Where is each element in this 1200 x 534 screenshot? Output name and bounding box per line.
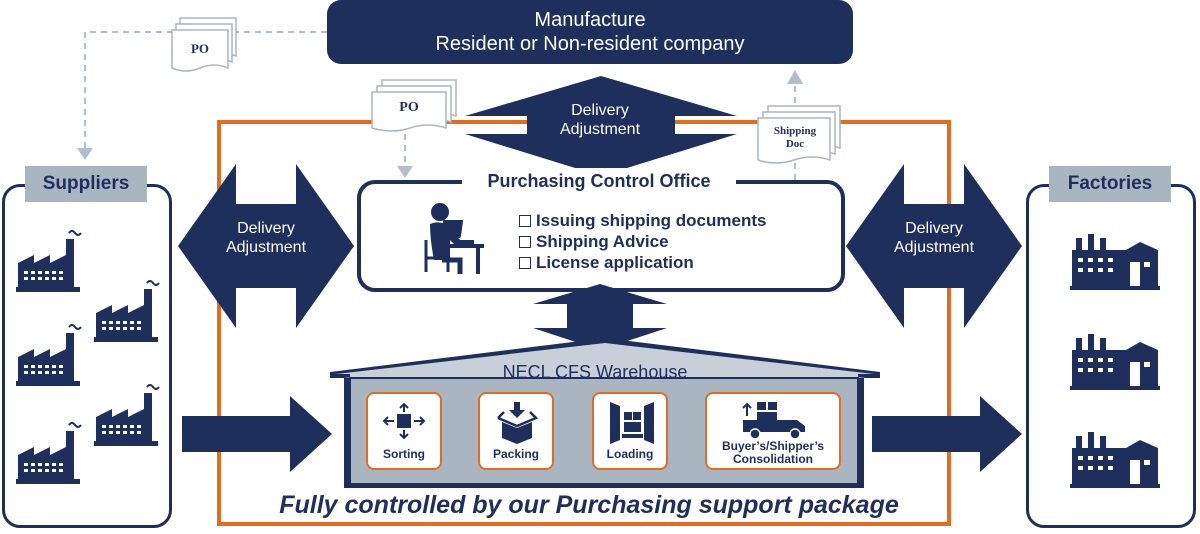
warehouse-to-factories-arrow (872, 396, 1022, 472)
pco-item-shipping-advice: Shipping Advice (519, 231, 669, 252)
factory-icon (93, 384, 160, 447)
pco-warehouse-arrow (533, 284, 667, 350)
po-mid-label: PO (399, 100, 419, 115)
factory-icon (15, 324, 82, 387)
service-label: Buyer’s/Shipper’s Consolidation (721, 439, 825, 466)
sorting-icon (382, 402, 426, 440)
manufacture-box: Manufacture Resident or Non-resident com… (327, 0, 853, 64)
service-label: Loading (606, 447, 654, 461)
loading-icon (610, 402, 654, 444)
top-delivery-arrow (465, 76, 737, 176)
office-worker-icon (424, 203, 484, 274)
po-document-mid-icon (371, 79, 457, 132)
left-arrow-label: Delivery Adjustment (225, 220, 307, 256)
shipping-doc-label: Shipping Doc (773, 125, 817, 150)
shipping-document-icon (757, 105, 841, 164)
service-card-sorting: Sorting (366, 392, 442, 470)
right-delivery-arrow (846, 164, 1022, 328)
suppliers-label: Suppliers (25, 166, 147, 202)
left-delivery-arrow (178, 164, 354, 328)
pco-item-shipping-docs: Issuing shipping documents (519, 210, 766, 231)
packing-icon (497, 402, 539, 444)
factories-label: Factories (1049, 166, 1171, 202)
checkbox-icon (519, 235, 531, 248)
factory-icon (93, 280, 160, 343)
po-document-top-icon (171, 17, 237, 72)
factory-icon (15, 230, 82, 293)
top-arrow-label: Delivery Adjustment (559, 102, 641, 138)
pco-title: Purchasing Control Office (462, 168, 736, 194)
po-top-label: PO (190, 41, 210, 56)
service-card-consolidation: Buyer’s/Shipper’s Consolidation (705, 392, 841, 470)
suppliers-to-warehouse-arrow (182, 396, 332, 472)
truck-icon (742, 402, 805, 440)
service-label: Sorting (383, 447, 425, 461)
service-card-loading: Loading (592, 392, 668, 470)
right-arrow-label: Delivery Adjustment (893, 220, 975, 256)
factory-building-icons (1070, 234, 1160, 488)
pco-item-license: License application (519, 252, 694, 273)
footer-tagline: Fully controlled by our Purchasing suppo… (279, 491, 899, 519)
service-label: Packing (492, 447, 540, 461)
factory-icon (15, 422, 82, 485)
warehouse-title: NECL CFS Warehouse (502, 362, 688, 382)
checkbox-icon (519, 256, 531, 269)
checkbox-icon (519, 214, 531, 227)
supplier-factory-icons (15, 230, 160, 485)
manufacture-title: Manufacture (534, 9, 646, 31)
manufacture-subtitle: Resident or Non-resident company (435, 33, 745, 55)
service-card-packing: Packing (478, 392, 554, 470)
